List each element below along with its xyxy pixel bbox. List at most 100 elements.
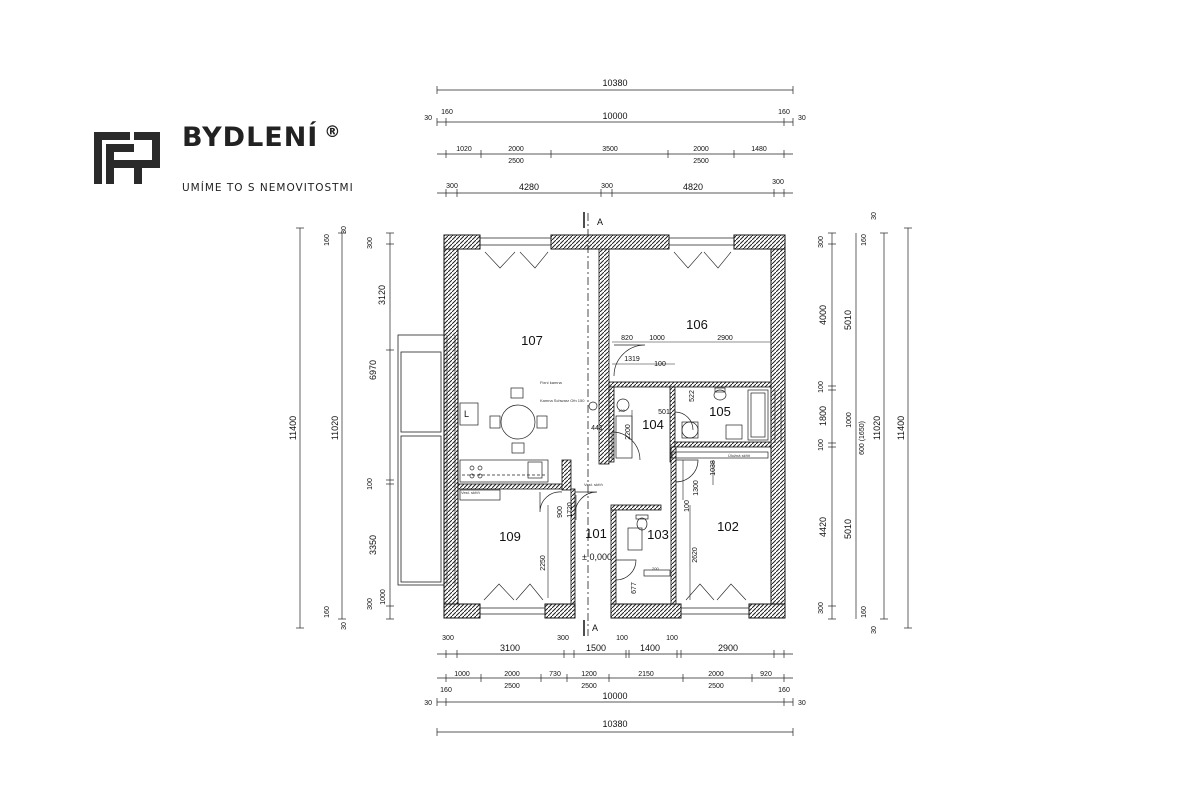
svg-text:2000: 2000 xyxy=(708,671,724,678)
svg-text:1000: 1000 xyxy=(380,589,387,605)
svg-text:1319: 1319 xyxy=(624,356,640,363)
room-104: 104 xyxy=(642,417,664,432)
svg-text:160: 160 xyxy=(778,109,790,116)
svg-text:300: 300 xyxy=(818,602,825,614)
svg-text:4000: 4000 xyxy=(818,305,828,325)
svg-text:160: 160 xyxy=(778,687,790,694)
company-logo: BYDLENÍ® UMÍME TO S NEMOVITOSTMI xyxy=(90,122,353,195)
room-105: 105 xyxy=(709,404,731,419)
svg-text:100: 100 xyxy=(367,478,374,490)
top-total-outer: 10380 xyxy=(602,78,627,88)
svg-text:300: 300 xyxy=(772,179,784,186)
svg-text:1000: 1000 xyxy=(846,412,853,428)
svg-text:4420: 4420 xyxy=(818,517,828,537)
svg-text:30: 30 xyxy=(871,212,878,220)
fixtures xyxy=(459,387,769,577)
svg-text:1500: 1500 xyxy=(586,643,606,653)
svg-text:30: 30 xyxy=(798,700,806,707)
svg-text:600 (1650): 600 (1650) xyxy=(859,421,866,455)
right-dimension-labels: 300 4000 100 1800 100 4420 300 5010 1000… xyxy=(818,212,906,634)
svg-text:2500: 2500 xyxy=(708,683,724,690)
svg-text:160: 160 xyxy=(440,687,452,694)
svg-text:30: 30 xyxy=(798,115,806,122)
exterior-walls xyxy=(443,234,786,619)
bottom-inner-total: 10000 xyxy=(602,691,627,701)
svg-text:3120: 3120 xyxy=(377,285,387,305)
svg-text:100: 100 xyxy=(684,500,691,512)
section-mark-bottom: A xyxy=(592,623,598,633)
svg-text:30: 30 xyxy=(871,626,878,634)
kitchen-label: L xyxy=(464,409,469,419)
svg-text:1000: 1000 xyxy=(454,671,470,678)
svg-text:160: 160 xyxy=(324,606,331,618)
room-103: 103 xyxy=(647,527,669,542)
svg-text:300: 300 xyxy=(367,598,374,610)
plan-notes: Vest. skříň Vest. skříň Úložná skříň Fix… xyxy=(461,380,750,495)
room-106: 106 xyxy=(686,317,708,332)
svg-text:2200: 2200 xyxy=(625,424,632,440)
svg-text:160: 160 xyxy=(441,109,453,116)
svg-text:5010: 5010 xyxy=(843,519,853,539)
svg-text:5010: 5010 xyxy=(843,310,853,330)
svg-text:2500: 2500 xyxy=(693,158,709,165)
svg-text:2900: 2900 xyxy=(717,335,733,342)
svg-text:1720: 1720 xyxy=(567,502,574,518)
svg-text:900: 900 xyxy=(557,506,564,518)
left-dimension-labels: 11400 11020 160 30 160 30 300 3120 6970 … xyxy=(288,226,387,630)
interior-dimension-lines xyxy=(547,341,771,600)
svg-text:Vest. skříň: Vest. skříň xyxy=(584,482,603,487)
top-dimensions xyxy=(436,86,794,197)
left-dimensions xyxy=(296,227,394,629)
svg-text:Vest. skříň: Vest. skříň xyxy=(461,490,480,495)
room-107: 107 xyxy=(521,333,543,348)
room-109: 109 xyxy=(499,529,521,544)
svg-text:2150: 2150 xyxy=(638,671,654,678)
svg-text:160: 160 xyxy=(861,234,868,246)
svg-text:100: 100 xyxy=(818,439,825,451)
top-inner-total: 10000 xyxy=(602,111,627,121)
svg-text:522: 522 xyxy=(689,390,696,402)
svg-text:100: 100 xyxy=(818,381,825,393)
section-line xyxy=(583,212,589,636)
svg-text:30: 30 xyxy=(424,115,432,122)
svg-text:2900: 2900 xyxy=(718,643,738,653)
right-dimensions xyxy=(828,227,912,629)
svg-text:1020: 1020 xyxy=(456,146,472,153)
svg-text:1200: 1200 xyxy=(581,671,597,678)
logo-name: BYDLENÍ xyxy=(182,122,319,153)
svg-text:501: 501 xyxy=(658,409,670,416)
bottom-dimension-labels: 300 3100 300 1500 100 1400 100 2900 1000… xyxy=(424,635,806,729)
windows xyxy=(446,237,782,615)
svg-text:3500: 3500 xyxy=(602,146,618,153)
svg-text:Fixní kamna: Fixní kamna xyxy=(540,380,563,385)
svg-text:30: 30 xyxy=(424,700,432,707)
svg-text:2000: 2000 xyxy=(508,146,524,153)
svg-text:11020: 11020 xyxy=(330,416,340,440)
svg-text:4820: 4820 xyxy=(683,182,703,192)
svg-text:100: 100 xyxy=(616,635,628,642)
svg-text:2500: 2500 xyxy=(508,158,524,165)
doors xyxy=(539,344,699,581)
svg-text:730: 730 xyxy=(549,671,561,678)
svg-text:Úložná skříň: Úložná skříň xyxy=(728,453,750,458)
svg-text:100: 100 xyxy=(666,635,678,642)
svg-text:920: 920 xyxy=(760,671,772,678)
svg-text:30: 30 xyxy=(341,622,348,630)
bottom-dimensions xyxy=(436,650,794,736)
svg-text:160: 160 xyxy=(324,234,331,246)
logo-tagline: UMÍME TO S NEMOVITOSTMI xyxy=(182,182,354,194)
logo-title: BYDLENÍ® xyxy=(182,122,341,153)
svg-text:1800: 1800 xyxy=(818,406,828,426)
svg-text:1480: 1480 xyxy=(751,146,767,153)
svg-text:300: 300 xyxy=(446,183,458,190)
interior-dimension-labels: 820 1000 2900 1319 100 108 2200 441 522 … xyxy=(540,335,733,594)
svg-text:300: 300 xyxy=(818,236,825,248)
logo-mark-icon xyxy=(94,132,160,184)
svg-text:3350: 3350 xyxy=(368,535,378,555)
room-101: 101 xyxy=(585,526,607,541)
svg-text:300: 300 xyxy=(601,183,613,190)
svg-text:4280: 4280 xyxy=(519,182,539,192)
room-labels: 107 106 105 104 109 101 103 102 ± 0,000 xyxy=(499,317,739,562)
svg-text:820: 820 xyxy=(621,335,633,342)
